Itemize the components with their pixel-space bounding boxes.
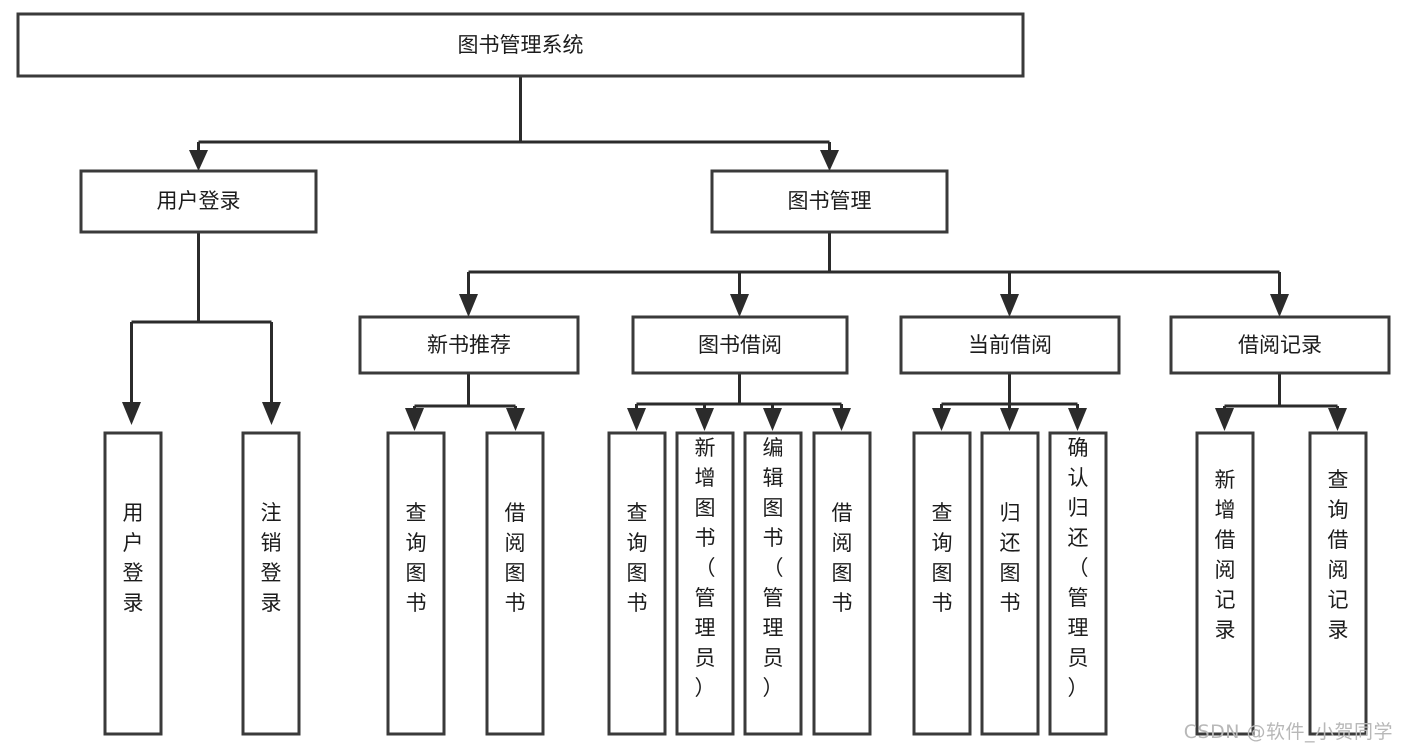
arrow-to-new-book-recommend xyxy=(459,294,478,317)
node-leaf-edit-book-box[interactable] xyxy=(743,431,803,736)
node-current-borrow-label: 当前借阅 xyxy=(968,333,1052,357)
node-leaf-borrow-book-2-box[interactable] xyxy=(812,431,872,736)
node-leaf-query-record-label: 查询借阅记录 xyxy=(1328,468,1349,642)
node-root-box[interactable] xyxy=(16,12,1025,78)
arrow-to-borrow-record xyxy=(1270,294,1289,317)
node-leaf-query-book-3[interactable]: 查询图书 xyxy=(912,431,972,736)
node-leaf-borrow-book-1[interactable]: 借阅图书 xyxy=(485,431,545,736)
arrow-to-leaf-add-book xyxy=(695,408,714,431)
node-borrow-record[interactable]: 借阅记录 xyxy=(1169,315,1391,375)
node-new-book-recommend-label: 新书推荐 xyxy=(427,333,511,357)
arrow-to-leaf-query-record xyxy=(1328,408,1347,431)
node-leaf-borrow-book-1-box[interactable] xyxy=(485,431,545,736)
node-user-login[interactable]: 用户登录 xyxy=(79,169,318,234)
arrow-to-leaf-query-book-3 xyxy=(932,408,951,431)
node-current-borrow[interactable]: 当前借阅 xyxy=(899,315,1121,375)
arrow-to-leaf-query-book-1 xyxy=(405,408,424,431)
arrow-to-leaf-borrow-book-1 xyxy=(506,408,525,431)
node-leaf-borrow-book-2-label: 借阅图书 xyxy=(832,501,853,615)
arrow-to-leaf-add-record xyxy=(1215,408,1234,431)
node-book-management-label: 图书管理 xyxy=(788,189,872,213)
node-leaf-query-book-2-label: 查询图书 xyxy=(627,501,648,615)
node-user-login-box[interactable] xyxy=(79,169,318,234)
node-leaf-add-record[interactable]: 新增借阅记录 xyxy=(1195,431,1255,736)
node-leaf-return-book-box[interactable] xyxy=(980,431,1040,736)
node-leaf-query-book-3-box[interactable] xyxy=(912,431,972,736)
arrow-to-book-borrow xyxy=(730,294,749,317)
arrow-to-current-borrow xyxy=(1000,294,1019,317)
node-leaf-query-book-2-box[interactable] xyxy=(607,431,667,736)
node-leaf-user-logout-box[interactable] xyxy=(241,431,301,736)
arrow-to-user-login xyxy=(189,150,208,171)
connector-layer xyxy=(122,76,1347,431)
node-leaf-edit-book[interactable]: 编辑图书（管理员） xyxy=(743,431,803,736)
node-book-management-box[interactable] xyxy=(710,169,949,234)
node-leaf-add-book-box[interactable] xyxy=(675,431,735,736)
node-leaf-confirm-return-label: 确认归还（管理员） xyxy=(1068,436,1089,700)
node-leaf-add-record-label: 新增借阅记录 xyxy=(1215,468,1236,642)
node-leaf-query-record-box[interactable] xyxy=(1308,431,1368,736)
node-leaf-query-book-1-box[interactable] xyxy=(386,431,446,736)
csdn-watermark: CSDN @软件_小贺同学 xyxy=(1183,721,1393,743)
node-leaf-borrow-book-1-label: 借阅图书 xyxy=(505,501,526,615)
arrow-to-leaf-confirm-return xyxy=(1068,408,1087,431)
node-book-borrow-box[interactable] xyxy=(631,315,849,375)
node-leaf-query-book-3-label: 查询图书 xyxy=(932,501,953,615)
node-leaf-user-login-box[interactable] xyxy=(103,431,163,736)
node-leaf-borrow-book-2[interactable]: 借阅图书 xyxy=(812,431,872,736)
node-leaf-confirm-return[interactable]: 确认归还（管理员） xyxy=(1048,431,1108,736)
arrow-to-leaf-query-book-2 xyxy=(627,408,646,431)
node-user-login-label: 用户登录 xyxy=(157,189,241,213)
node-book-management[interactable]: 图书管理 xyxy=(710,169,949,234)
node-leaf-query-book-1[interactable]: 查询图书 xyxy=(386,431,446,736)
node-leaf-user-login[interactable]: 用户登录 xyxy=(103,431,163,736)
node-leaf-user-logout[interactable]: 注销登录 xyxy=(241,431,301,736)
node-root-label: 图书管理系统 xyxy=(458,33,584,57)
node-book-borrow-label: 图书借阅 xyxy=(698,333,782,357)
node-leaf-user-login-label: 用户登录 xyxy=(123,501,144,615)
node-leaf-add-book[interactable]: 新增图书（管理员） xyxy=(675,431,735,736)
node-current-borrow-box[interactable] xyxy=(899,315,1121,375)
node-leaf-query-book-1-label: 查询图书 xyxy=(406,501,427,615)
node-borrow-record-label: 借阅记录 xyxy=(1238,333,1322,357)
node-leaf-query-book-2[interactable]: 查询图书 xyxy=(607,431,667,736)
node-leaf-confirm-return-box[interactable] xyxy=(1048,431,1108,736)
node-leaf-add-book-label: 新增图书（管理员） xyxy=(695,436,716,700)
node-borrow-record-box[interactable] xyxy=(1169,315,1391,375)
node-leaf-return-book-label: 归还图书 xyxy=(1000,501,1021,615)
arrow-to-leaf-borrow-book-2 xyxy=(832,408,851,431)
node-leaf-edit-book-label: 编辑图书（管理员） xyxy=(763,436,784,700)
node-book-borrow[interactable]: 图书借阅 xyxy=(631,315,849,375)
node-leaf-return-book[interactable]: 归还图书 xyxy=(980,431,1040,736)
arrow-to-leaf-edit-book xyxy=(763,408,782,431)
node-leaf-query-record[interactable]: 查询借阅记录 xyxy=(1308,431,1368,736)
arrow-to-leaf-return-book xyxy=(1000,408,1019,431)
arrow-to-leaf-user-logout xyxy=(262,402,281,425)
node-leaf-user-logout-label: 注销登录 xyxy=(261,501,282,615)
arrow-to-leaf-user-login xyxy=(122,402,141,425)
node-root[interactable]: 图书管理系统 xyxy=(16,12,1025,78)
arrow-to-book-management xyxy=(820,150,839,171)
node-leaf-add-record-box[interactable] xyxy=(1195,431,1255,736)
node-new-book-recommend[interactable]: 新书推荐 xyxy=(358,315,580,375)
node-new-book-recommend-box[interactable] xyxy=(358,315,580,375)
